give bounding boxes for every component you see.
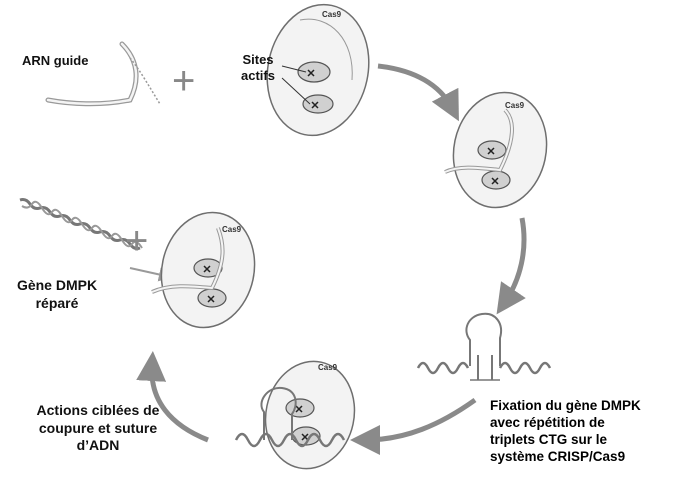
targeted-actions-line-2: coupure et suture xyxy=(38,419,158,436)
fixation-line-4: système CRISP/Cas9 xyxy=(490,448,626,464)
plus-sign-1: + xyxy=(172,59,195,103)
guide-rna-label: ARN guide xyxy=(22,53,89,68)
cas9-label-right: Cas9 xyxy=(505,101,525,110)
fixation-label: Fixation du gène DMPK avec répétition de… xyxy=(490,398,695,466)
active-sites-line-2: actifs xyxy=(241,68,275,84)
active-sites-label: Sites actifs xyxy=(232,52,284,85)
plus-sign-2: + xyxy=(125,219,148,263)
repaired-dna-strand xyxy=(19,198,143,250)
targeted-actions-line-1: Actions ciblées de xyxy=(36,402,160,418)
targeted-actions-label: Actions ciblées de coupure et suture d’A… xyxy=(8,402,188,455)
cas9-dna-complex: Cas9 xyxy=(234,360,356,470)
guide-rna xyxy=(45,41,161,107)
cas9-label-left: Cas9 xyxy=(222,225,242,234)
active-sites-line-1: Sites xyxy=(242,52,274,67)
fixation-line-1: Fixation du gène DMPK xyxy=(490,398,641,413)
arrow-step-2 xyxy=(496,217,527,315)
repaired-gene-label: Gène DMPK réparé xyxy=(2,277,112,312)
pointer-arrow xyxy=(129,267,173,282)
arrow-step-1 xyxy=(377,63,459,122)
repaired-gene-line-2: réparé xyxy=(35,294,79,311)
cas9-guide-complex: Cas9 xyxy=(444,91,548,209)
cas9-protein-top: Cas9 xyxy=(266,3,370,137)
fixation-line-3: triplets CTG sur le xyxy=(490,431,608,447)
repaired-gene-line-1: Gène DMPK xyxy=(16,277,98,293)
arrow-step-4 xyxy=(136,351,209,443)
dmpk-dna-hairpin xyxy=(416,312,552,381)
targeted-actions-line-3: d’ADN xyxy=(76,437,120,453)
cas9-label-bottom: Cas9 xyxy=(318,363,338,372)
arrow-step-3 xyxy=(350,397,477,455)
cas9-protein-left: Cas9 xyxy=(151,211,256,329)
fixation-line-2: avec répétition de xyxy=(490,414,605,430)
cas9-label-top: Cas9 xyxy=(322,10,342,19)
